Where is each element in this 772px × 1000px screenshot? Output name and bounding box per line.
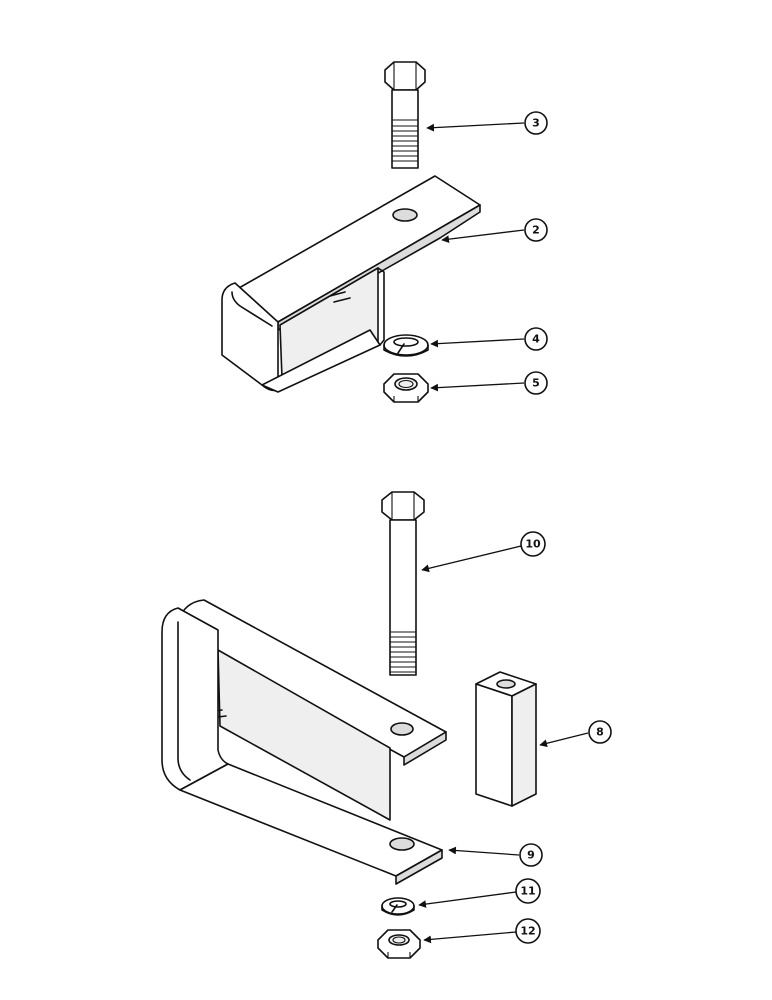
lock-washer-lower (381, 897, 415, 916)
u-strap (161, 599, 447, 885)
nut-upper (383, 373, 429, 403)
bolt-long (381, 491, 425, 676)
callout-8: 8 (539, 720, 612, 748)
callout-4: 4 (430, 327, 548, 351)
bolt-short (384, 61, 426, 169)
callout-12: 12 (423, 918, 541, 944)
callout-label: 11 (520, 885, 535, 898)
callout-label: 4 (532, 333, 540, 346)
callout-label: 10 (525, 538, 541, 551)
spacer-block (475, 671, 537, 807)
callout-3: 3 (426, 111, 548, 135)
callout-label: 2 (532, 224, 540, 237)
callout-11: 11 (418, 878, 541, 908)
lock-washer-upper (383, 334, 429, 357)
callout-label: 3 (532, 117, 540, 130)
callout-2: 2 (441, 218, 548, 244)
callout-label: 8 (596, 726, 604, 739)
callout-9: 9 (448, 843, 543, 867)
bracket-upper (221, 175, 481, 393)
nut-lower (377, 929, 421, 959)
callout-5: 5 (430, 371, 548, 395)
callout-label: 12 (520, 925, 535, 938)
callout-label: 9 (527, 849, 535, 862)
callout-10: 10 (421, 531, 546, 573)
callout-label: 5 (532, 377, 540, 390)
